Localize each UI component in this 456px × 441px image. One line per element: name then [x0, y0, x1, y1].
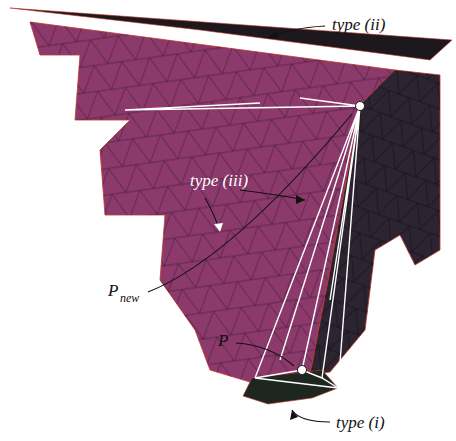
arrow-heads-light: [214, 223, 223, 232]
type-label: type (i): [336, 414, 385, 431]
point-label: P: [218, 332, 228, 349]
patch-type-i: [243, 370, 338, 404]
type-label: type (ii): [332, 16, 385, 33]
arrow-heads: [268, 31, 305, 420]
white-lines: [125, 98, 360, 388]
type-label: type (iii): [190, 172, 248, 189]
sheet-type-ii: [10, 8, 452, 60]
point-pnew: [356, 102, 365, 111]
point-label: P: [108, 282, 118, 299]
point-p: [298, 366, 307, 375]
point-subscript: new: [120, 292, 139, 304]
leader-lines: [148, 26, 352, 422]
